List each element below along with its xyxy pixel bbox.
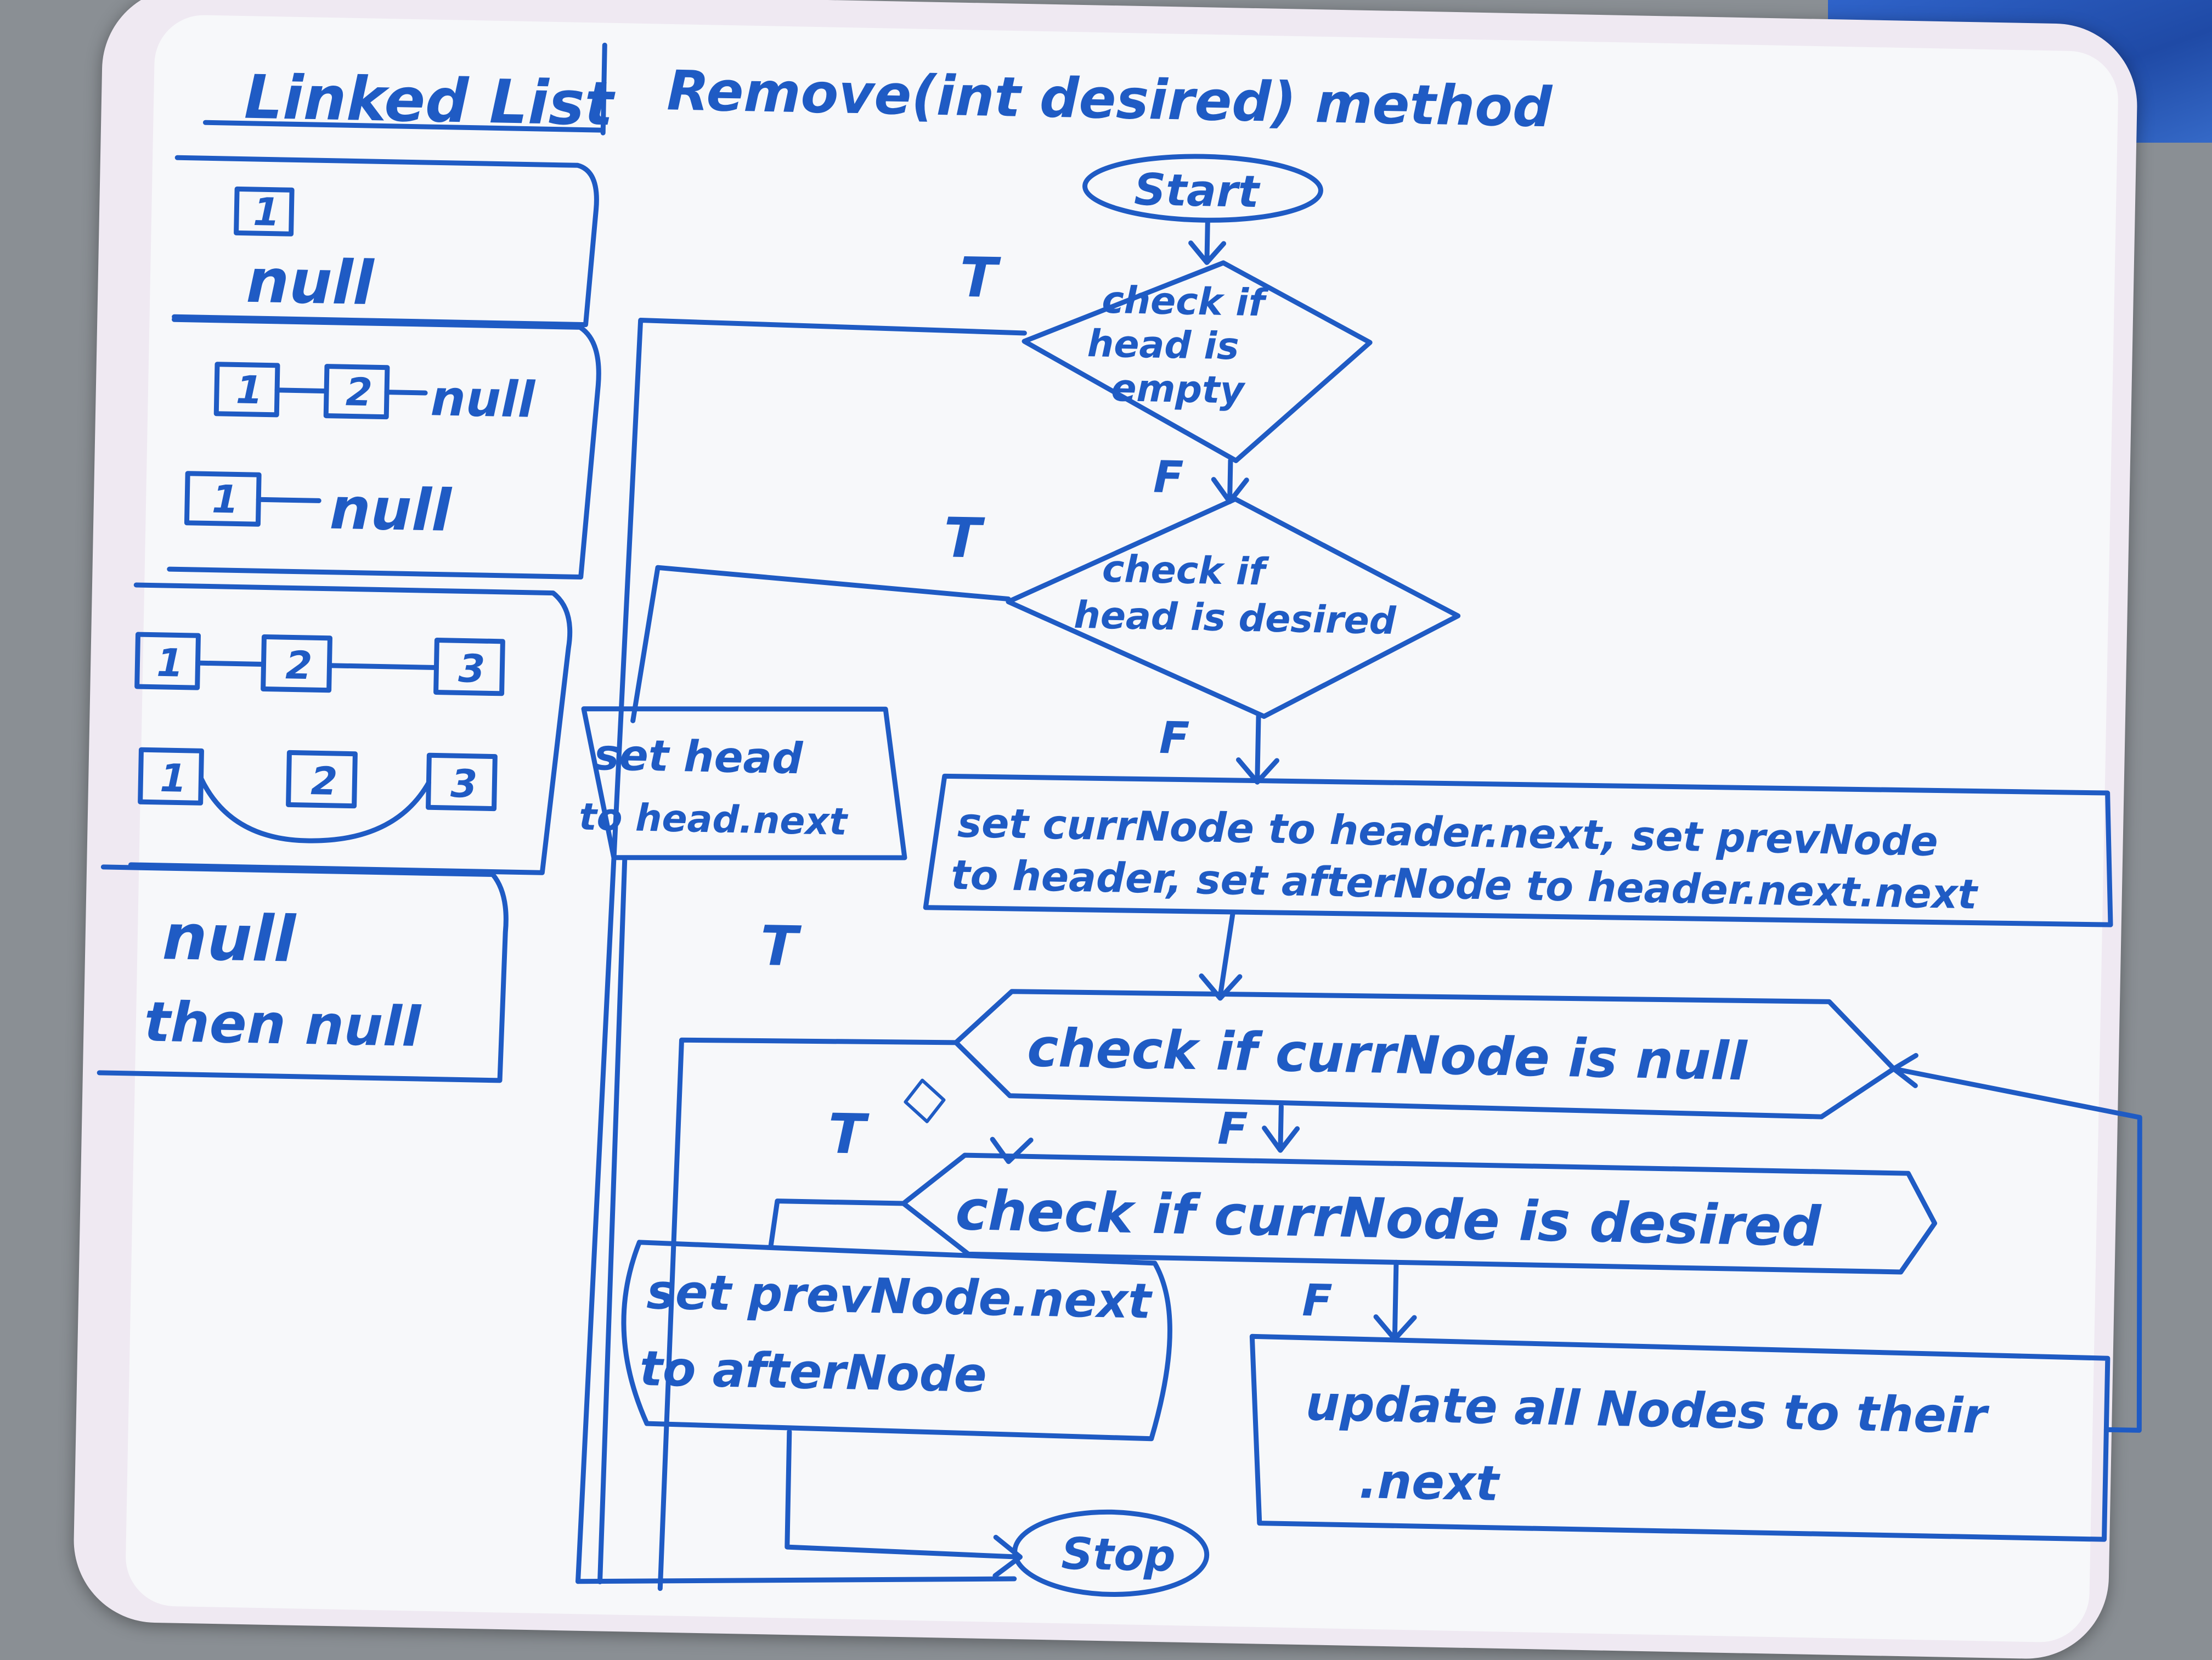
advance-line1: update all Nodes to their: [1305, 1375, 1990, 1444]
case2-link: [274, 387, 329, 394]
d2-false-label: F: [1159, 712, 1189, 764]
case3-node3-box: [433, 638, 505, 696]
process-advance: [1249, 1333, 2111, 1542]
d1-false-label: F: [1153, 452, 1183, 503]
arrow-d2-to-init: [1235, 713, 1279, 785]
d3-true-label: T: [760, 914, 802, 978]
stop-label: Stop: [1061, 1528, 1176, 1582]
case4-line2: then null: [144, 989, 422, 1059]
d3-false-label: F: [1217, 1103, 1248, 1155]
case2-node2-label: 2: [345, 369, 373, 415]
case3-node1-label: 1: [156, 640, 184, 686]
d1-true-label: T: [959, 245, 1001, 310]
remove-method-flowchart: Remove(int desired) method Start check i…: [575, 58, 2142, 1597]
case3-bypass-link: [198, 775, 431, 843]
set-head-to-stop-line: [597, 855, 628, 1585]
d1-true-line: [575, 318, 1027, 1584]
case3-link2: [326, 663, 439, 671]
case1-null-text: null: [246, 246, 375, 318]
case4-line1: null: [162, 901, 297, 977]
d2-line2: head is desired: [1074, 594, 1397, 643]
advance-line2: .next: [1358, 1453, 1500, 1512]
arrow-d1-to-d2: [1211, 458, 1249, 504]
stray-diamond-mark: [904, 1078, 946, 1123]
flowchart-title: Remove(int desired) method: [667, 58, 1554, 139]
stray-arrowhead-mark: [990, 1136, 1034, 1164]
case3-row2-node1-label: 1: [160, 756, 187, 801]
case2-row2-node-label: 1: [211, 477, 239, 522]
d4-false-label: F: [1302, 1275, 1333, 1326]
process-set-head: [581, 706, 907, 860]
loop-back-line: [1891, 1053, 2142, 1433]
set-head-line2: to head.next: [579, 796, 849, 844]
d3-label: check if currNode is null: [1026, 1017, 1748, 1092]
case2-box: [167, 317, 601, 580]
d4-true-line: [768, 1198, 906, 1247]
case4-box: [97, 864, 509, 1083]
decision-head-empty: [1022, 260, 1373, 463]
set-head-line1: set head: [594, 730, 804, 784]
start-label: Start: [1134, 164, 1261, 217]
d3-true-line: [657, 1037, 959, 1591]
d4-true-label: T: [827, 1101, 870, 1166]
arrow-d3-to-d4: [1262, 1104, 1300, 1153]
relink-line2: to afterNode: [639, 1340, 988, 1403]
stop-terminal: [1012, 1509, 1210, 1597]
case2-tail-link: [384, 390, 428, 396]
process-relink: [621, 1240, 1172, 1442]
case3-row2-node2-label: 2: [311, 758, 338, 804]
d2-line1: check if: [1102, 548, 1269, 594]
arrow-relink-to-stop: [785, 1429, 1023, 1578]
case1-node-label: 1: [253, 189, 280, 235]
case3-node3-label: 3: [458, 646, 486, 691]
start-terminal: [1082, 154, 1323, 223]
d1-line3: empty: [1111, 367, 1246, 413]
bottom-return-line: [575, 1576, 1017, 1584]
case1-node-box: [234, 186, 295, 237]
arrow-init-to-loop: [1199, 910, 1243, 1001]
d4-label: check if currNode is desired: [955, 1178, 1822, 1259]
case2-row2-link: [256, 497, 321, 503]
title-box-lines: [202, 42, 607, 136]
d1-line2: head is: [1087, 322, 1239, 368]
linked-list-panel: Linked List 1 null 1 2 null 1 null: [97, 42, 616, 1083]
relink-line1: set prevNode.next: [646, 1263, 1153, 1330]
arrow-start-to-d1: [1188, 218, 1227, 265]
case3-row2-node3-label: 3: [450, 761, 478, 807]
process-init: [923, 773, 2113, 927]
case3-box: [128, 582, 573, 875]
case2-node1-label: 1: [235, 367, 263, 413]
case3-link1: [195, 660, 267, 667]
d1-line1: check if: [1102, 279, 1269, 325]
d2-true-label: T: [943, 505, 985, 570]
arrow-d4-to-advance: [1373, 1259, 1417, 1342]
decision-head-desired: [1006, 496, 1461, 719]
d2-true-line: [630, 565, 1011, 723]
case3-row2-node2-box: [286, 750, 358, 809]
case1-box: [172, 155, 599, 328]
case3-node2-label: 2: [285, 643, 313, 688]
case2-row2-tail: null: [329, 475, 453, 544]
case2-row1-tail: null: [430, 369, 536, 429]
